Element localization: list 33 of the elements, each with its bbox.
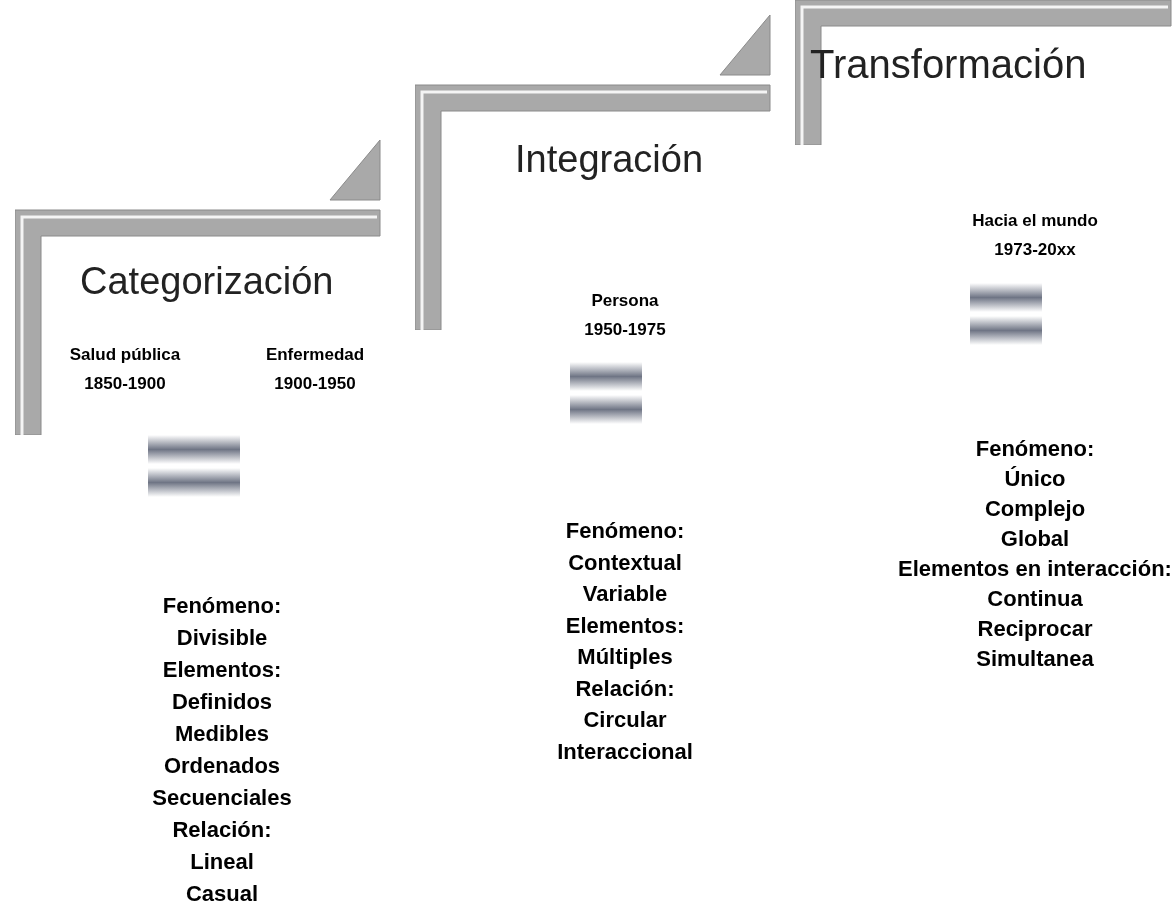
trait-text: Elementos: <box>565 611 685 640</box>
trait-text: Fenómeno: <box>975 435 1095 463</box>
trait-text: Simultanea <box>976 645 1094 673</box>
trait-text: Interaccional <box>557 737 693 766</box>
trait-text: Múltiples <box>577 643 673 671</box>
trait-text: Continua <box>987 585 1083 613</box>
step-title: Categorización <box>80 260 334 303</box>
trait-text: Casual <box>185 880 259 908</box>
trait-text: Elementos: <box>162 656 282 684</box>
trait-text: Ordenados <box>163 752 281 780</box>
trait-text: Medibles <box>174 720 270 748</box>
period-label: Enfermedad 1900-1950 <box>264 344 366 395</box>
trait-text: Variable <box>582 580 668 608</box>
step-title: Transformación <box>810 42 1087 87</box>
trait-text: Reciprocar <box>977 615 1093 643</box>
trait-text: Elementos en interacción: <box>898 555 1172 583</box>
trait-text: Fenómeno: <box>565 517 685 545</box>
trait-text: Divisible <box>176 624 268 652</box>
trait-text: Circular <box>583 706 667 734</box>
trait-text: Complejo <box>984 495 1086 523</box>
trait-text: Secuenciales <box>152 784 292 812</box>
trait-text: Lineal <box>190 848 254 876</box>
trait-text: Definidos <box>171 688 273 716</box>
period-label: Persona 1950-1975 <box>583 290 667 341</box>
period-label: Hacia el mundo 1973-20xx <box>971 210 1099 261</box>
trait-text: Único <box>1004 465 1066 493</box>
period-label: Salud pública 1850-1900 <box>68 344 182 395</box>
trait-text: Relación: <box>575 674 675 703</box>
trait-text: Relación: <box>172 816 272 844</box>
step-title: Integración <box>515 138 703 181</box>
trait-text: Fenómeno: <box>162 592 282 620</box>
trait-text: Contextual <box>568 548 682 577</box>
trait-text: Global <box>1000 525 1070 553</box>
